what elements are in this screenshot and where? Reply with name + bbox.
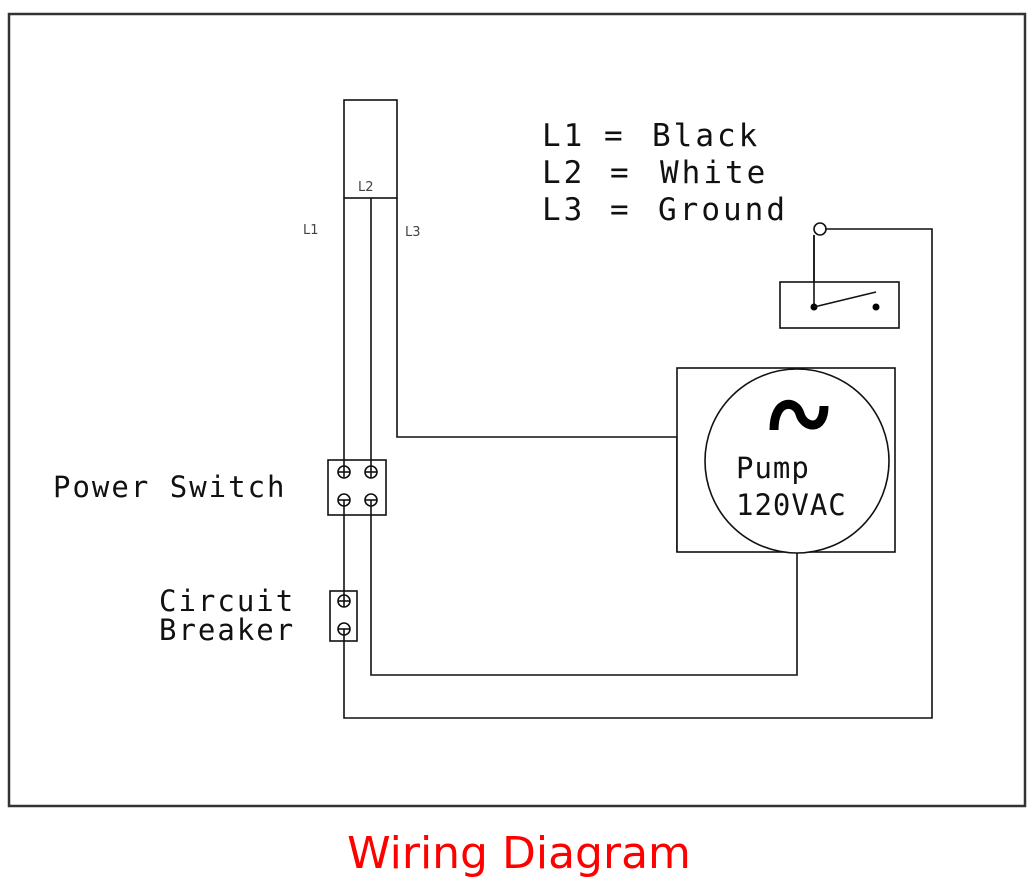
switch-blade-icon (813, 291, 877, 308)
float-switch (779, 222, 900, 329)
legend-color: Black (652, 118, 760, 154)
power-cord-plug: L2 L1 L3 (303, 99, 421, 240)
diagram-title: Wiring Diagram (347, 828, 691, 879)
legend-row: L3 = Ground (542, 192, 788, 228)
circuit-breaker: Circuit Breaker (159, 584, 358, 647)
legend-row: L2 = White (542, 155, 768, 191)
float-switch-body (779, 281, 900, 329)
terminal-icon (337, 591, 351, 608)
legend-wire: L2 (542, 155, 585, 191)
terminal-icon (337, 493, 351, 515)
legend-row: L1 = Black (542, 118, 760, 154)
power-switch-label: Power Switch (53, 470, 287, 504)
terminal-icon (337, 622, 351, 641)
circuit-breaker-label-line2: Breaker (159, 613, 295, 647)
wire-label-l3: L3 (405, 225, 421, 240)
legend-equals: = (610, 192, 629, 228)
wire-l3-ground-to-pump (396, 198, 678, 552)
terminal-icon (364, 493, 378, 515)
plug-label-l2: L2 (358, 180, 374, 195)
terminal-icon (364, 460, 378, 479)
legend-wire: L3 (542, 192, 585, 228)
power-switch-body (327, 459, 387, 516)
pump-motor-circle (704, 368, 890, 554)
wire-color-legend: L1 = Black L2 = White L3 = Ground (542, 118, 788, 228)
legend-wire: L1 (542, 118, 585, 154)
power-switch: Power Switch (53, 459, 387, 516)
pump-label-line2: 120VAC (736, 488, 847, 522)
circuit-breaker-label-line1: Circuit (159, 584, 295, 618)
switch-contact-icon (872, 303, 880, 311)
wire-label-l1: L1 (303, 223, 319, 238)
wire-l1-breaker-to-float-switch (343, 228, 933, 719)
wire-l2-switch-to-pump (370, 515, 798, 676)
legend-color: White (660, 155, 768, 191)
ac-symbol-icon (769, 399, 829, 431)
float-switch-terminal-icon (813, 222, 827, 236)
legend-color: Ground (658, 192, 788, 228)
legend-equals: = (604, 118, 623, 154)
terminal-icon (337, 460, 351, 479)
diagram-frame (7, 12, 1027, 808)
legend-equals: = (610, 155, 629, 191)
pump: Pump 120VAC (676, 367, 896, 554)
pump-label-line1: Pump (736, 451, 810, 485)
